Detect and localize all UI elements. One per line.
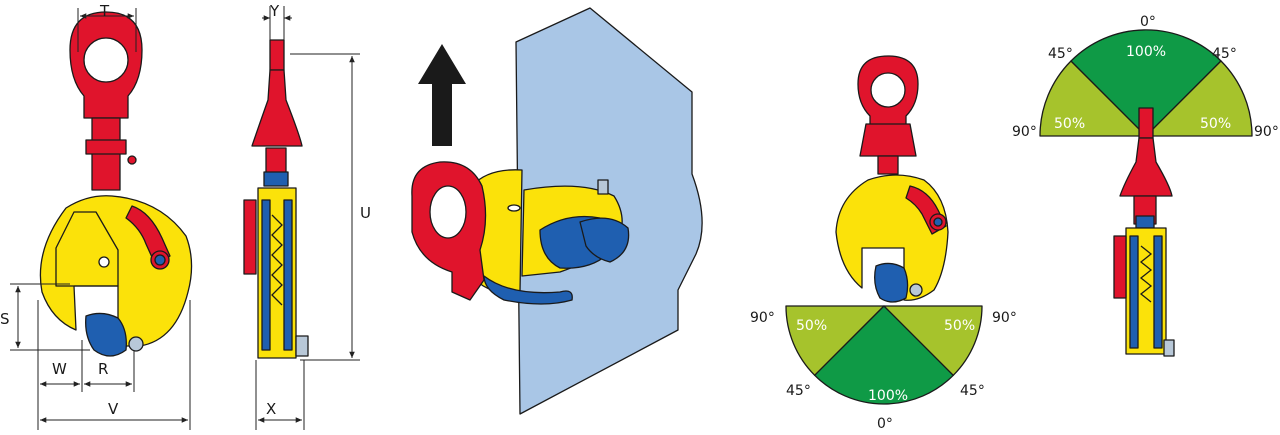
horizontal-segment-right [1145, 60, 1253, 137]
clamp-front-view [39, 11, 193, 357]
vertical-clamp-view [835, 55, 949, 303]
lifting-perspective-view [411, 7, 703, 415]
horizontal-label-center-segment: 100% [1126, 44, 1166, 60]
horizontal-label-left-segment: 50% [1054, 116, 1085, 132]
side-dimension-lines [255, 6, 360, 430]
vertical-label-right-segment: 50% [944, 318, 975, 334]
dim-label-y: Y [269, 2, 280, 20]
horizontal-angle-left-mid: 45° [1048, 46, 1073, 62]
horizontal-angle-left-outer: 90° [1012, 124, 1037, 140]
vertical-segment-left [785, 305, 885, 376]
horizontal-clamp-view [1113, 107, 1175, 357]
horizontal-segment-center [1070, 29, 1222, 137]
horizontal-angle-top: 0° [1140, 14, 1156, 30]
vertical-angle-right-outer: 90° [992, 310, 1017, 326]
dim-label-u: U [360, 204, 371, 222]
dim-label-t: T [99, 2, 110, 20]
vertical-label-center-segment: 100% [868, 388, 908, 404]
dim-label-s: S [0, 310, 10, 328]
horizontal-segment-left [1039, 60, 1147, 137]
vertical-range-disc [785, 305, 983, 405]
vertical-label-left-segment: 50% [796, 318, 827, 334]
clamp-side-view [243, 39, 309, 359]
vertical-angle-bottom: 0° [877, 416, 893, 432]
horizontal-label-right-segment: 50% [1200, 116, 1231, 132]
front-dimension-lines [10, 8, 191, 430]
up-arrow-icon [418, 44, 466, 146]
vertical-segment-right [883, 305, 983, 376]
dim-label-x: X [266, 400, 276, 418]
horizontal-range-disc [1039, 29, 1253, 137]
vertical-angle-right-mid: 45° [960, 383, 985, 399]
horizontal-angle-right-outer: 90° [1254, 124, 1279, 140]
vertical-angle-left-outer: 90° [750, 310, 775, 326]
dim-label-v: V [108, 400, 119, 418]
dim-label-r: R [98, 360, 108, 378]
horizontal-angle-right-mid: 45° [1212, 46, 1237, 62]
dim-label-w: W [52, 360, 67, 378]
vertical-angle-left-mid: 45° [786, 383, 811, 399]
vertical-segment-center [814, 305, 954, 405]
